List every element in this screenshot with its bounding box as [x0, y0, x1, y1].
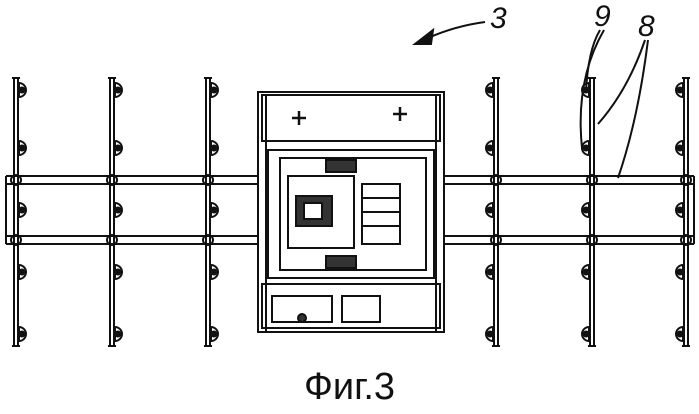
carriage-top-plate — [262, 95, 440, 141]
suction-cup-center-2-4 — [116, 270, 121, 275]
reference-label-cross-bar: 8 — [638, 12, 655, 42]
leader-8-b — [618, 40, 648, 178]
bottom-bolt — [298, 314, 306, 322]
reference-label-assembly: 3 — [490, 4, 507, 34]
suction-cup-center-3-5 — [212, 332, 217, 337]
leader-lines — [415, 22, 648, 178]
suction-cup-center-4-2 — [488, 146, 493, 151]
suction-cup-center-5-4 — [584, 270, 589, 275]
lower-clamp — [326, 256, 356, 268]
suction-cup-center-5-2 — [584, 146, 589, 151]
suction-cup-center-3-2 — [212, 146, 217, 151]
suction-cup-center-1-4 — [20, 270, 25, 275]
suction-cup-center-2-1 — [116, 88, 121, 93]
suction-cup-center-1-5 — [20, 332, 25, 337]
suction-cup-center-3-4 — [212, 270, 217, 275]
suction-cup-center-1-3 — [20, 208, 25, 213]
suction-cup-center-5-5 — [584, 332, 589, 337]
suction-cup-center-4-3 — [488, 208, 493, 213]
suction-cup-center-6-5 — [678, 332, 683, 337]
bottom-module-right — [342, 296, 380, 322]
central-carriage — [258, 92, 444, 332]
suction-cup-center-3-3 — [212, 208, 217, 213]
figure-caption: Фиг.3 — [0, 368, 699, 406]
reference-label-suction-cup: 9 — [594, 2, 611, 32]
suction-cup-center-6-4 — [678, 270, 683, 275]
suction-cup-center-1-1 — [20, 88, 25, 93]
suction-cup-center-3-1 — [212, 88, 217, 93]
upper-clamp — [326, 160, 356, 172]
assembly-arrow-head — [415, 30, 433, 44]
suction-cup-center-4-5 — [488, 332, 493, 337]
suction-cup-center-4-4 — [488, 270, 493, 275]
suction-cup-center-2-2 — [116, 146, 121, 151]
suction-cup-center-2-5 — [116, 332, 121, 337]
suction-cup-center-4-1 — [488, 88, 493, 93]
suction-cup-center-6-3 — [678, 208, 683, 213]
suction-cup-center-6-1 — [678, 88, 683, 93]
suction-cup-center-2-3 — [116, 208, 121, 213]
leader-8-a — [598, 40, 645, 124]
suction-cup-center-5-3 — [584, 208, 589, 213]
suction-cup-center-1-2 — [20, 146, 25, 151]
gear-block — [362, 184, 400, 244]
suction-cup-center-6-2 — [678, 146, 683, 151]
drive-core-window — [304, 203, 322, 219]
assembly-arrow-shaft — [428, 22, 485, 38]
